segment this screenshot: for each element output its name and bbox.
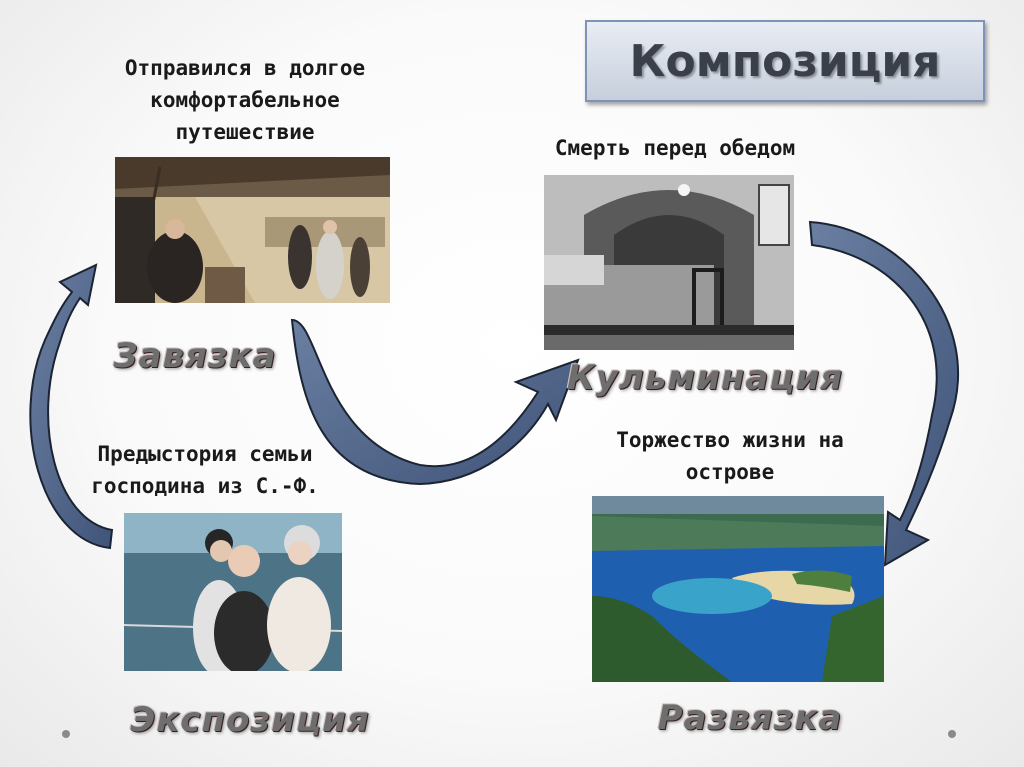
death-room-image: [544, 175, 794, 350]
stage-resolution: Развязка: [657, 698, 843, 738]
caption-death: Смерть перед обедом: [554, 136, 796, 160]
island-image: [592, 496, 884, 682]
stage-plot: Завязка: [113, 336, 277, 376]
stage-exposition: Экспозиция: [130, 700, 370, 740]
title: Композиция: [629, 35, 941, 87]
caption-journey: Отправился в долгое комфортабельное путе…: [124, 56, 366, 144]
caption-prehistory: Предыстория семьи господина из С.-Ф.: [91, 442, 319, 498]
ship-deck-image: [115, 157, 390, 303]
arrow-exposition-to-plot: [29, 263, 114, 550]
arrow-climax-to-resolution: [808, 220, 960, 567]
corner-dot-right: [948, 730, 956, 738]
corner-dot-left: [62, 730, 70, 738]
family-image: [124, 513, 342, 671]
caption-island: Торжество жизни на острове: [616, 428, 844, 484]
title-box: Композиция: [585, 20, 985, 102]
stage-climax: Кульминация: [566, 358, 844, 398]
arrow-plot-to-climax: [290, 318, 580, 486]
